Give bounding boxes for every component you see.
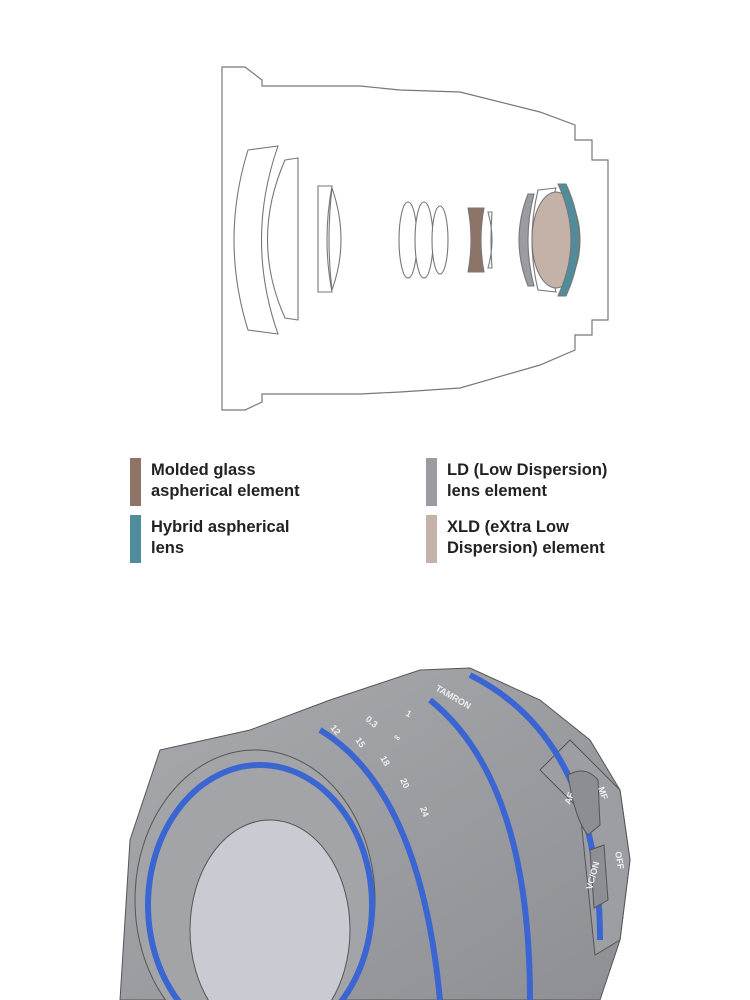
vc-off-label: OFF: [613, 851, 626, 871]
focal-mark: 18: [378, 754, 392, 768]
distance-mark: 1: [404, 708, 413, 719]
hybrid-asph-lens: [557, 183, 580, 297]
front-element-2: [267, 157, 299, 321]
focal-mark: 12: [328, 723, 342, 737]
focal-mark: 20: [398, 777, 411, 790]
legend: Molded glass aspherical element Hybrid a…: [130, 458, 630, 568]
legend-item-ld: LD (Low Dispersion) lens element: [426, 458, 607, 506]
element-group-2: [317, 185, 333, 293]
blue-ring-focus: [428, 697, 533, 1000]
blue-ring-zoom: [318, 727, 443, 1000]
focal-mark: 15: [353, 735, 367, 749]
front-element: [233, 145, 279, 335]
legend-label: LD (Low Dispersion) lens element: [447, 461, 608, 500]
legend-item-xld: XLD (eXtra Low Dispersion) element: [426, 515, 605, 563]
legend-swatch: [130, 458, 141, 506]
blue-ring-front: [145, 762, 375, 1000]
mf-label: MF: [596, 785, 610, 801]
legend-label: XLD (eXtra Low Dispersion) element: [447, 518, 605, 557]
legend-label: Hybrid aspherical lens: [151, 518, 290, 557]
front-glass: [189, 819, 351, 1000]
legend-item-hybrid: Hybrid aspherical lens: [130, 515, 289, 563]
lens-barrel-outline: [221, 66, 609, 411]
vc-switch[interactable]: [589, 844, 609, 909]
distance-mark: ∞: [392, 731, 403, 743]
legend-swatch: [426, 458, 437, 506]
focal-mark: 24: [418, 805, 431, 818]
xld-element: [531, 191, 581, 289]
legend-swatch: [130, 515, 141, 563]
ld-element: [518, 193, 535, 287]
legend-swatch: [426, 515, 437, 563]
lens-render: TAMRON AF MF VC/ON OFF 24 20 18 15 12 1 …: [119, 667, 631, 1000]
legend-item-molded-glass: Molded glass aspherical element: [130, 458, 300, 506]
molded-glass-asph-element: [467, 207, 485, 273]
af-label: AF: [562, 791, 576, 806]
af-mf-switch[interactable]: [567, 770, 601, 836]
legend-label: Molded glass aspherical element: [151, 461, 300, 500]
lens-construction-diagram: [221, 66, 609, 411]
